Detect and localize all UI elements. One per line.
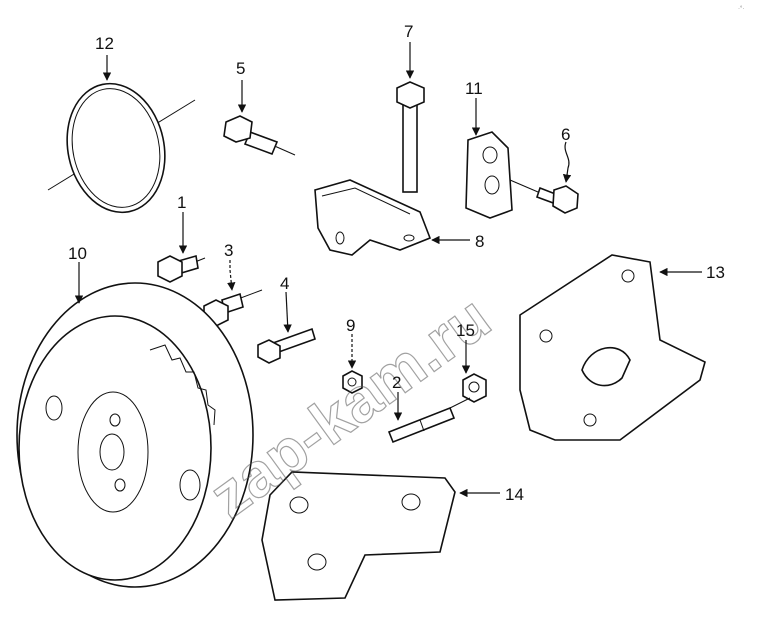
bolt-part-4 [257, 327, 316, 364]
callout-6: 6 [561, 125, 570, 144]
gear-part-10 [16, 282, 254, 588]
callout-14: 14 [505, 485, 524, 504]
bolt-part-1 [157, 254, 206, 283]
callout-5: 5 [236, 59, 245, 78]
callout-3: 3 [224, 241, 233, 260]
callout-7: 7 [404, 22, 413, 41]
nut-part-9 [342, 370, 363, 394]
callout-2: 2 [392, 373, 401, 392]
bracket-part-11 [465, 131, 513, 219]
bracket-part-8 [314, 179, 432, 256]
callout-labels: 12 5 7 11 6 1 8 10 3 13 4 9 15 2 14 [68, 22, 725, 504]
callout-13: 13 [706, 263, 725, 282]
callout-10: 10 [68, 244, 87, 263]
plate-part-14 [261, 471, 456, 601]
leader-4 [283, 291, 292, 333]
callout-4: 4 [280, 274, 289, 293]
callout-12: 12 [95, 34, 114, 53]
bolt-part-6 [509, 179, 579, 214]
long-bolt-part-7 [396, 81, 425, 193]
callout-11: 11 [465, 79, 483, 98]
callout-15: 15 [456, 321, 475, 340]
leader-lines [74, 42, 702, 498]
leader-6 [562, 141, 572, 183]
stud-part-2 [387, 397, 471, 444]
callout-1: 1 [177, 193, 186, 212]
nut-part-15 [462, 373, 487, 403]
plate-part-13 [519, 254, 706, 441]
callout-9: 9 [346, 316, 355, 335]
o-ring-part-12 [47, 82, 196, 214]
callout-8: 8 [475, 232, 484, 251]
bolt-part-5 [223, 115, 296, 156]
corner-mark: ·°· [738, 6, 744, 12]
leader-3 [227, 260, 236, 291]
